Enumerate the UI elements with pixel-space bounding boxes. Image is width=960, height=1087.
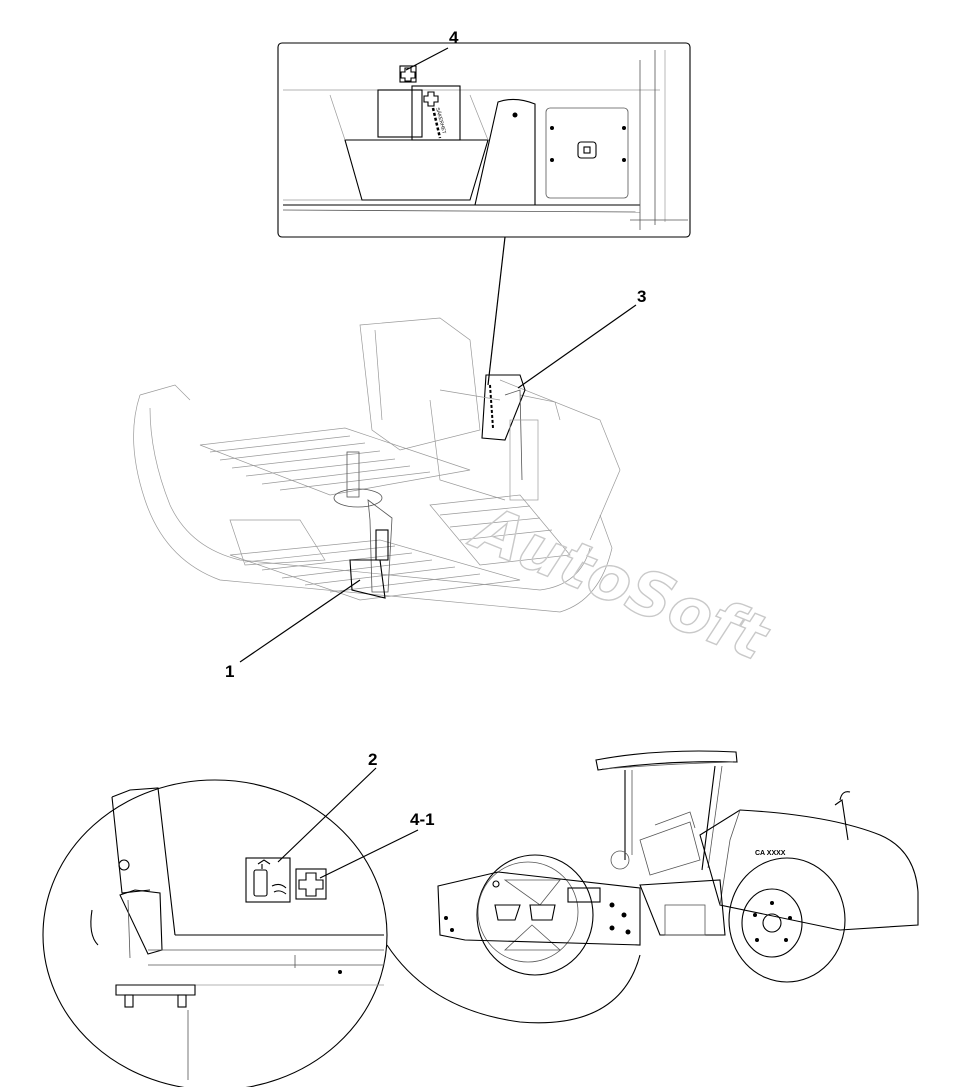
fire-extinguisher-icon	[245, 857, 291, 903]
steering-column	[333, 451, 393, 599]
leader-line-4-1	[319, 829, 419, 879]
callout-1: 1	[225, 662, 234, 681]
leader-line-4	[405, 47, 449, 71]
first-aid-cross-icon	[423, 91, 439, 107]
cab-floor-illustration	[133, 317, 621, 613]
decal-lettering: SÄKERHET	[434, 107, 448, 135]
callout-4: 4	[449, 28, 459, 47]
roller-compactor-illustration: CA XXXX	[437, 750, 919, 983]
floor-grating	[199, 427, 571, 601]
inset-connector-line	[487, 236, 506, 386]
leader-line-3	[517, 304, 637, 389]
watermark-text: AutoSoft	[460, 489, 780, 675]
leader-line-2	[277, 767, 377, 863]
first-aid-cross-icon	[399, 65, 417, 83]
rear-wheel	[728, 857, 846, 983]
callout-4-1: 4-1	[410, 810, 435, 829]
detail-circle-decals	[42, 779, 641, 1087]
model-plate-text: CA XXXX	[755, 850, 786, 857]
leader-line-1	[239, 579, 361, 663]
callout-2: 2	[368, 750, 377, 769]
document-holder-panel	[439, 374, 539, 501]
detail-inset-cab-storage	[277, 42, 691, 238]
callout-3: 3	[637, 287, 646, 306]
first-aid-cross-icon	[295, 868, 327, 900]
front-drum	[476, 854, 594, 976]
